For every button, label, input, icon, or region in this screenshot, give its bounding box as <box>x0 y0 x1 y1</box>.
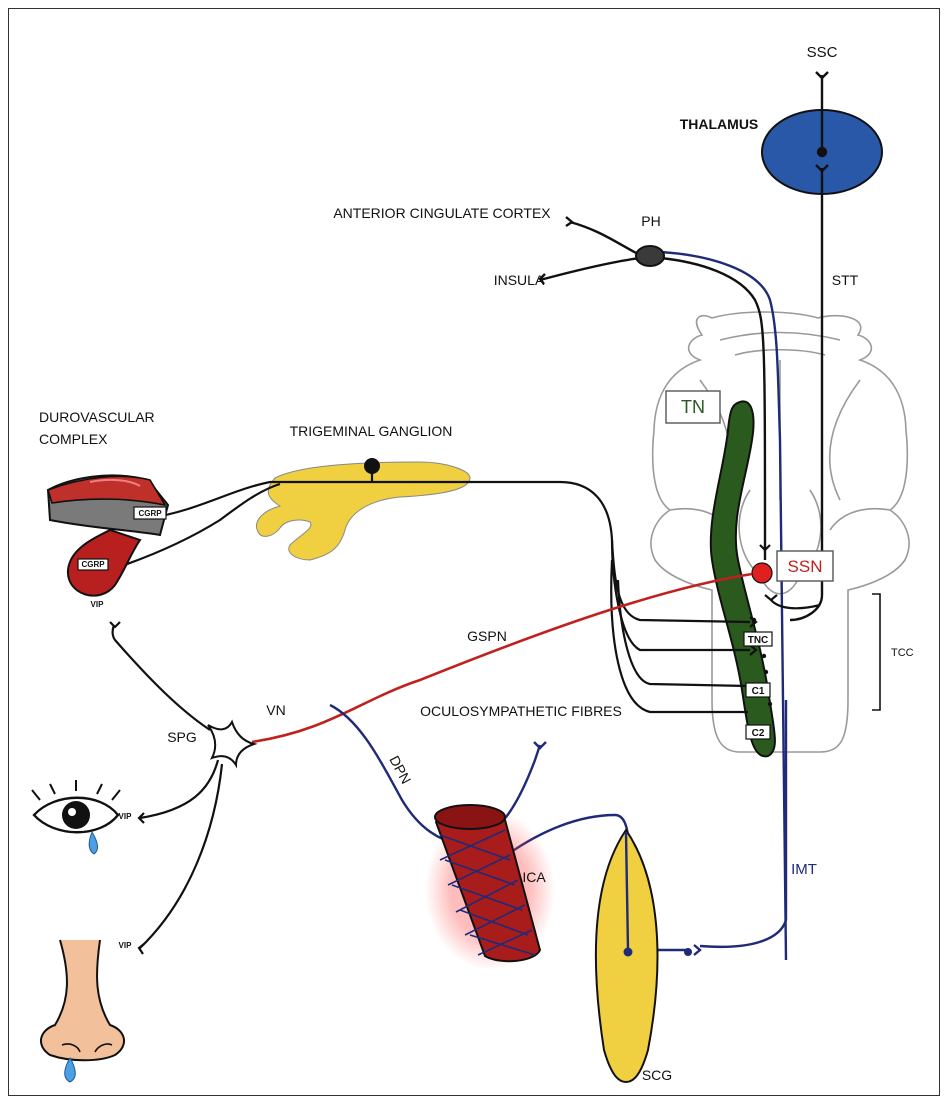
ph-nucleus <box>636 246 664 266</box>
trigeminal-afferents <box>110 474 756 712</box>
ssn-label: SSN <box>788 557 823 576</box>
scg-label: SCG <box>642 1067 672 1083</box>
cgrp-label-artery: CGRP <box>81 560 105 569</box>
vn-label: VN <box>266 702 285 718</box>
vip-label-nose: VIP <box>119 941 133 950</box>
c2-label: C2 <box>752 728 765 739</box>
spg-ganglion <box>208 722 254 765</box>
tcc-label: TCC <box>891 647 914 659</box>
ica-vessel <box>425 805 555 970</box>
c1-box: C1 <box>746 683 770 697</box>
c2-box: C2 <box>746 725 770 739</box>
nose-icon <box>41 940 124 1082</box>
spg-outputs <box>110 622 222 954</box>
ssn-nucleus <box>752 563 772 583</box>
tnc-box: TNC <box>744 632 772 646</box>
tn-label: TN <box>681 397 705 417</box>
oculosympathetic-label: OCULOSYMPATHETIC FIBRES <box>420 703 622 719</box>
trigeminal-ganglion <box>257 458 470 560</box>
spg-label: SPG <box>167 729 197 745</box>
ph-label: PH <box>641 213 660 229</box>
durovascular-complex <box>48 475 168 595</box>
tcc-bracket: TCC <box>872 594 914 710</box>
acc-label: ANTERIOR CINGULATE CORTEX <box>333 205 551 221</box>
scg-ganglion <box>596 830 692 1082</box>
trigeminal-ganglion-label: TRIGEMINAL GANGLION <box>290 423 453 439</box>
durovascular-label-line1: DUROVASCULAR <box>39 409 155 425</box>
stt-label: STT <box>832 272 859 288</box>
thalamus-label: THALAMUS <box>680 116 759 132</box>
ssc-label: SSC <box>807 44 838 61</box>
durovascular-label-line2: COMPLEX <box>39 431 108 447</box>
vip-label-eye: VIP <box>119 812 133 821</box>
ica-label: ICA <box>522 869 546 885</box>
cgrp-label-dura: CGRP <box>138 509 162 518</box>
tnc-label: TNC <box>748 635 769 646</box>
eye-icon <box>32 780 120 854</box>
imt-label: IMT <box>791 861 817 878</box>
tn-box: TN <box>666 391 720 423</box>
insula-label: INSULA <box>494 272 545 288</box>
gspn-label: GSPN <box>467 628 507 644</box>
c1-label: C1 <box>752 686 765 697</box>
vip-label-dura: VIP <box>91 600 105 609</box>
ssn-box: SSN <box>777 551 833 581</box>
